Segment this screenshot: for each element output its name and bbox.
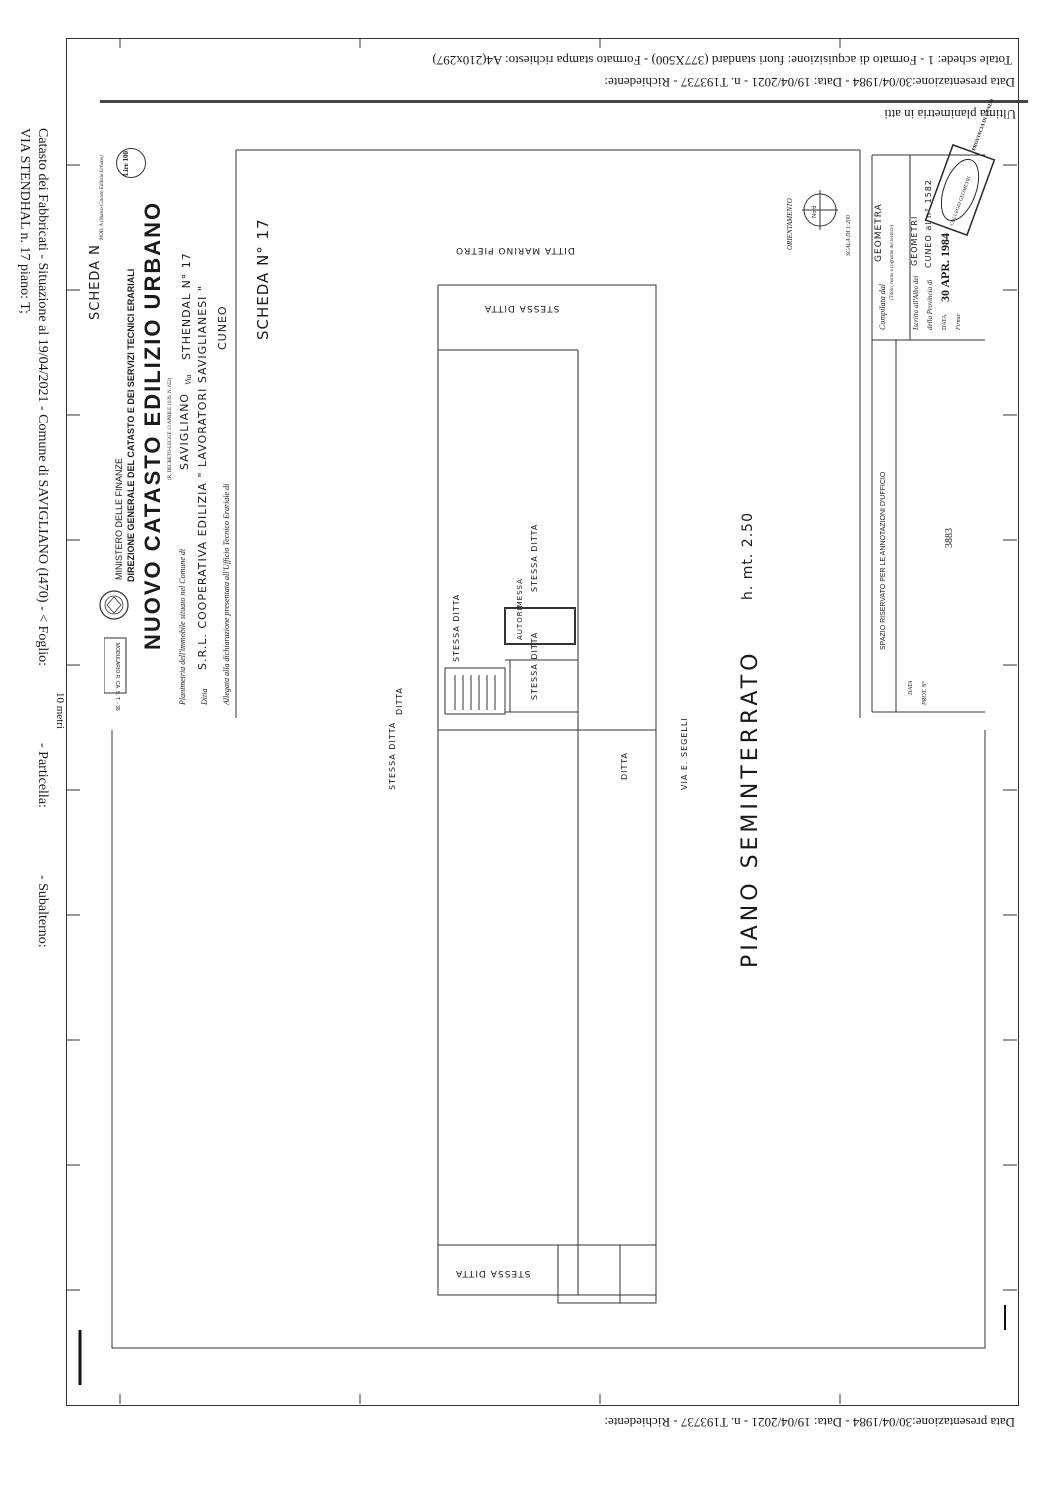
iscritto-label: Iscritto all'Albo dei — [912, 275, 920, 330]
page-border — [66, 38, 1019, 1406]
compilata-value: GEOMETRA — [874, 203, 884, 262]
provincia-value: CUNEO al n° 1582 — [924, 179, 933, 268]
iscritto-value: GEOMETRI — [910, 215, 919, 266]
office-mark: 3883 — [944, 528, 955, 548]
compilata-sub: (Titolo, nome e cognome del tecnico) — [890, 224, 895, 300]
data-label: DATA — [942, 314, 948, 330]
republic-emblem — [99, 590, 129, 620]
compilata-label: Compilata dal — [878, 283, 887, 330]
firma-label: Firma: — [956, 313, 962, 330]
header-rule — [100, 100, 1028, 103]
north-arrow-icon — [802, 190, 838, 230]
data-value: 30 APR. 1984 — [938, 233, 952, 302]
plan-outline — [437, 284, 657, 1296]
reserved-label: SPAZIO RISERVATO PER LE ANNOTAZIONI D'UF… — [880, 471, 887, 650]
price-circle — [116, 148, 146, 178]
data-field: DATA — [908, 680, 914, 695]
title-block-frame — [103, 637, 127, 694]
prot-field: PROT. N° — [922, 681, 928, 705]
provincia-label: della Provincia di — [926, 279, 934, 330]
geometri-stamp — [924, 143, 996, 237]
title-block — [103, 140, 240, 718]
